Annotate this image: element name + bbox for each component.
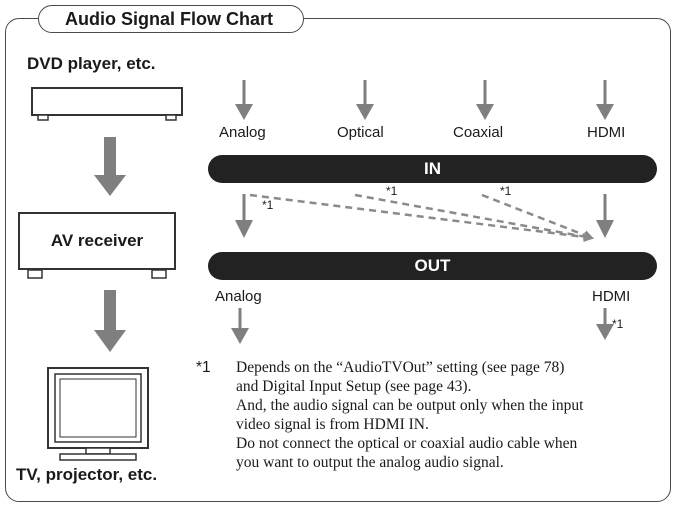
out-bar: OUT [208,252,657,280]
footnote-line: and Digital Input Setup (see page 43). [236,378,472,395]
footnote-marker-hdmi-out: *1 [612,317,624,331]
dvd-player-icon [31,87,183,121]
footnote-marker-coaxial: *1 [500,184,512,198]
footnote-line: video signal is from HDMI IN. [236,416,429,433]
display-device-label: TV, projector, etc. [16,465,158,484]
receiver-device-label: AV receiver [50,231,144,250]
footnote-line: Depends on the “AudioTVOut” setting (see… [236,359,565,376]
output-label-analog: Analog [215,288,262,305]
input-label-analog: Analog [219,124,266,141]
diagram-title: Audio Signal Flow Chart [38,5,304,33]
tv-icon [47,367,149,461]
input-label-coaxial: Coaxial [453,124,504,141]
receiver-to-display-arrow [94,290,126,352]
output-label-hdmi: HDMI [592,288,631,305]
source-to-receiver-arrow [94,137,126,196]
dashed-conversion-paths [249,193,594,242]
footnote-marker-analog: *1 [262,198,274,212]
diagram-frame [5,18,671,502]
av-receiver-box: AV receiver [18,212,176,270]
footnote-mark: *1 [196,359,211,376]
footnote-marker-optical: *1 [386,184,398,198]
in-bar: IN [208,155,657,183]
input-label-optical: Optical [337,124,384,141]
input-arrows [235,80,614,120]
footnote-line: Do not connect the optical or coaxial au… [236,435,578,452]
footnote-line: you want to output the analog audio sign… [236,454,504,471]
av-receiver-feet [27,269,167,279]
through-arrows [235,194,614,238]
output-arrows [231,308,614,344]
footnote-line: And, the audio signal can be output only… [236,397,584,414]
input-label-hdmi: HDMI [587,124,626,141]
source-device-label: DVD player, etc. [27,54,156,73]
